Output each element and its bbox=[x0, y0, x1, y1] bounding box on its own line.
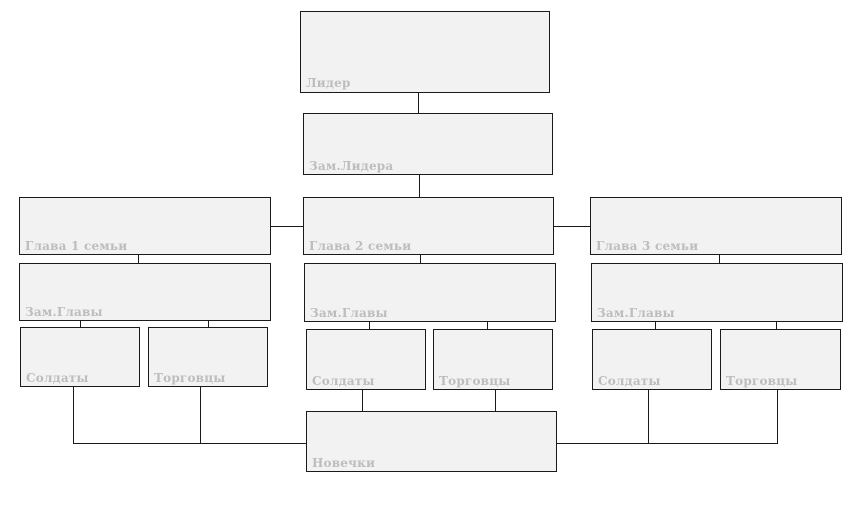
box-family2-soldiers: Солдаты bbox=[306, 329, 426, 390]
box-family2-deputy: Зам.Главы bbox=[304, 263, 556, 322]
box-label: Торговцы bbox=[726, 374, 798, 388]
connector-f3-traders-down bbox=[777, 390, 778, 443]
connector-head1-head2 bbox=[271, 226, 304, 227]
connector-f2-deputy-traders bbox=[487, 321, 488, 330]
connector-f1-soldiers-down bbox=[73, 387, 74, 443]
connector-f1-deputy-traders bbox=[208, 320, 209, 328]
box-label: Солдаты bbox=[26, 371, 89, 385]
connector-head2-deputy bbox=[420, 254, 421, 264]
connector-f3-deputy-soldiers bbox=[655, 321, 656, 330]
box-label: Зам.Главы bbox=[597, 306, 675, 320]
box-label: Торговцы bbox=[154, 371, 226, 385]
box-family1-head: Глава 1 семьи bbox=[19, 197, 271, 255]
box-family3-traders: Торговцы bbox=[720, 329, 841, 390]
box-deputy-leader: Зам.Лидера bbox=[303, 113, 553, 175]
box-label: Торговцы bbox=[439, 374, 511, 388]
connector-f3-to-newcomers bbox=[556, 443, 778, 444]
box-label: Зам.Главы bbox=[25, 305, 103, 319]
connector-f1-deputy-soldiers bbox=[80, 320, 81, 328]
connector-f2-soldiers-down bbox=[362, 390, 363, 412]
connector-f1-traders-down bbox=[200, 387, 201, 443]
box-family3-deputy: Зам.Главы bbox=[591, 263, 843, 322]
box-label: Солдаты bbox=[598, 374, 661, 388]
connector-f3-deputy-traders bbox=[776, 321, 777, 330]
box-newcomers: Новечки bbox=[306, 411, 557, 472]
box-family1-traders: Торговцы bbox=[148, 327, 268, 387]
box-family2-head: Глава 2 семьи bbox=[303, 197, 554, 255]
connector-head1-deputy bbox=[138, 254, 139, 264]
connector-f1-to-newcomers bbox=[73, 443, 307, 444]
box-label: Лидер bbox=[306, 76, 351, 90]
box-label: Зам.Лидера bbox=[309, 159, 394, 173]
box-label: Глава 2 семьи bbox=[309, 239, 412, 253]
connector-f2-traders-down bbox=[495, 390, 496, 412]
box-family1-soldiers: Солдаты bbox=[20, 327, 140, 387]
connector-leader-deputy bbox=[418, 92, 419, 114]
box-family3-head: Глава 3 семьи bbox=[590, 197, 842, 255]
box-family1-deputy: Зам.Главы bbox=[19, 263, 271, 321]
connector-f3-soldiers-down bbox=[648, 390, 649, 443]
box-family2-traders: Торговцы bbox=[433, 329, 553, 390]
box-family3-soldiers: Солдаты bbox=[592, 329, 712, 390]
box-leader: Лидер bbox=[300, 11, 550, 93]
box-label: Глава 3 семьи bbox=[596, 239, 699, 253]
connector-f2-deputy-soldiers bbox=[369, 321, 370, 330]
connector-deputy-head2 bbox=[419, 174, 420, 198]
box-label: Зам.Главы bbox=[310, 306, 388, 320]
box-label: Новечки bbox=[312, 456, 376, 470]
connector-head3-deputy bbox=[719, 254, 720, 264]
connector-head2-head3 bbox=[554, 226, 591, 227]
box-label: Глава 1 семьи bbox=[25, 239, 128, 253]
box-label: Солдаты bbox=[312, 374, 375, 388]
